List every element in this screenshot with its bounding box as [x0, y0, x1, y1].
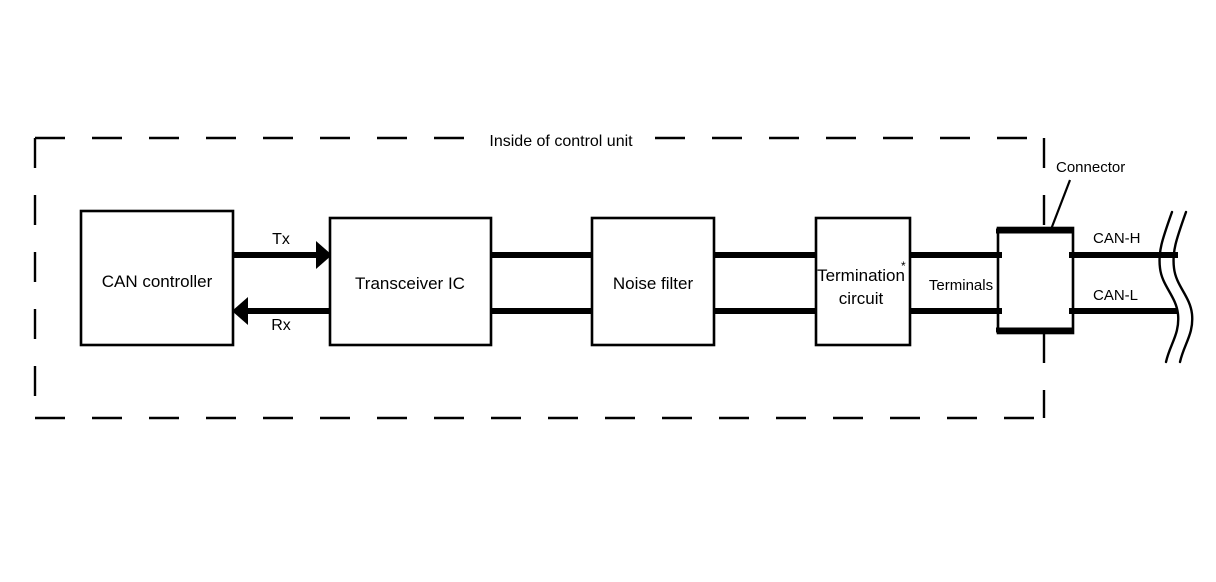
rx-label: Rx [271, 317, 291, 334]
termination-circuit-label-line1: Termination [817, 266, 905, 285]
harness-break-symbol [1158, 210, 1194, 364]
termination-circuit-label-line2: circuit [839, 289, 884, 308]
can-l-label: CAN-L [1093, 287, 1138, 304]
can-h-label: CAN-H [1093, 230, 1141, 247]
termination-circuit-box [814, 216, 912, 347]
rx-arrow-head [232, 297, 248, 325]
control-unit-boundary [33, 136, 1046, 420]
tx-arrow-head [316, 241, 332, 269]
noise-filter-label: Noise filter [613, 274, 694, 293]
block-transceiver-ic: Transceiver IC [328, 216, 493, 347]
can-controller-label: CAN controller [102, 272, 213, 291]
can-controller-box [79, 209, 235, 347]
terminals-label: Terminals [929, 277, 993, 294]
termination-footnote-marker: * [901, 259, 906, 273]
block-connector: Connector [996, 159, 1125, 335]
tx-label: Tx [272, 231, 290, 248]
break-wire-left [1158, 210, 1180, 364]
rx-signal-arrow: Rx [232, 297, 330, 334]
connector-body [996, 226, 1075, 335]
transceiver-ic-box [328, 216, 493, 347]
block-termination-circuit: Termination * circuit [814, 216, 912, 347]
block-noise-filter: Noise filter [590, 216, 716, 347]
tx-signal-arrow: Tx [233, 231, 332, 269]
boundary-title-label: Inside of control unit [489, 133, 633, 150]
connector-bus-stubs [988, 252, 1082, 314]
noise-filter-box [590, 216, 716, 347]
break-wire-right [1172, 210, 1194, 364]
connector-leader-line [1048, 179, 1072, 233]
transceiver-ic-label: Transceiver IC [355, 274, 465, 293]
block-can-controller: CAN controller [79, 209, 235, 347]
connector-label: Connector [1056, 159, 1125, 176]
